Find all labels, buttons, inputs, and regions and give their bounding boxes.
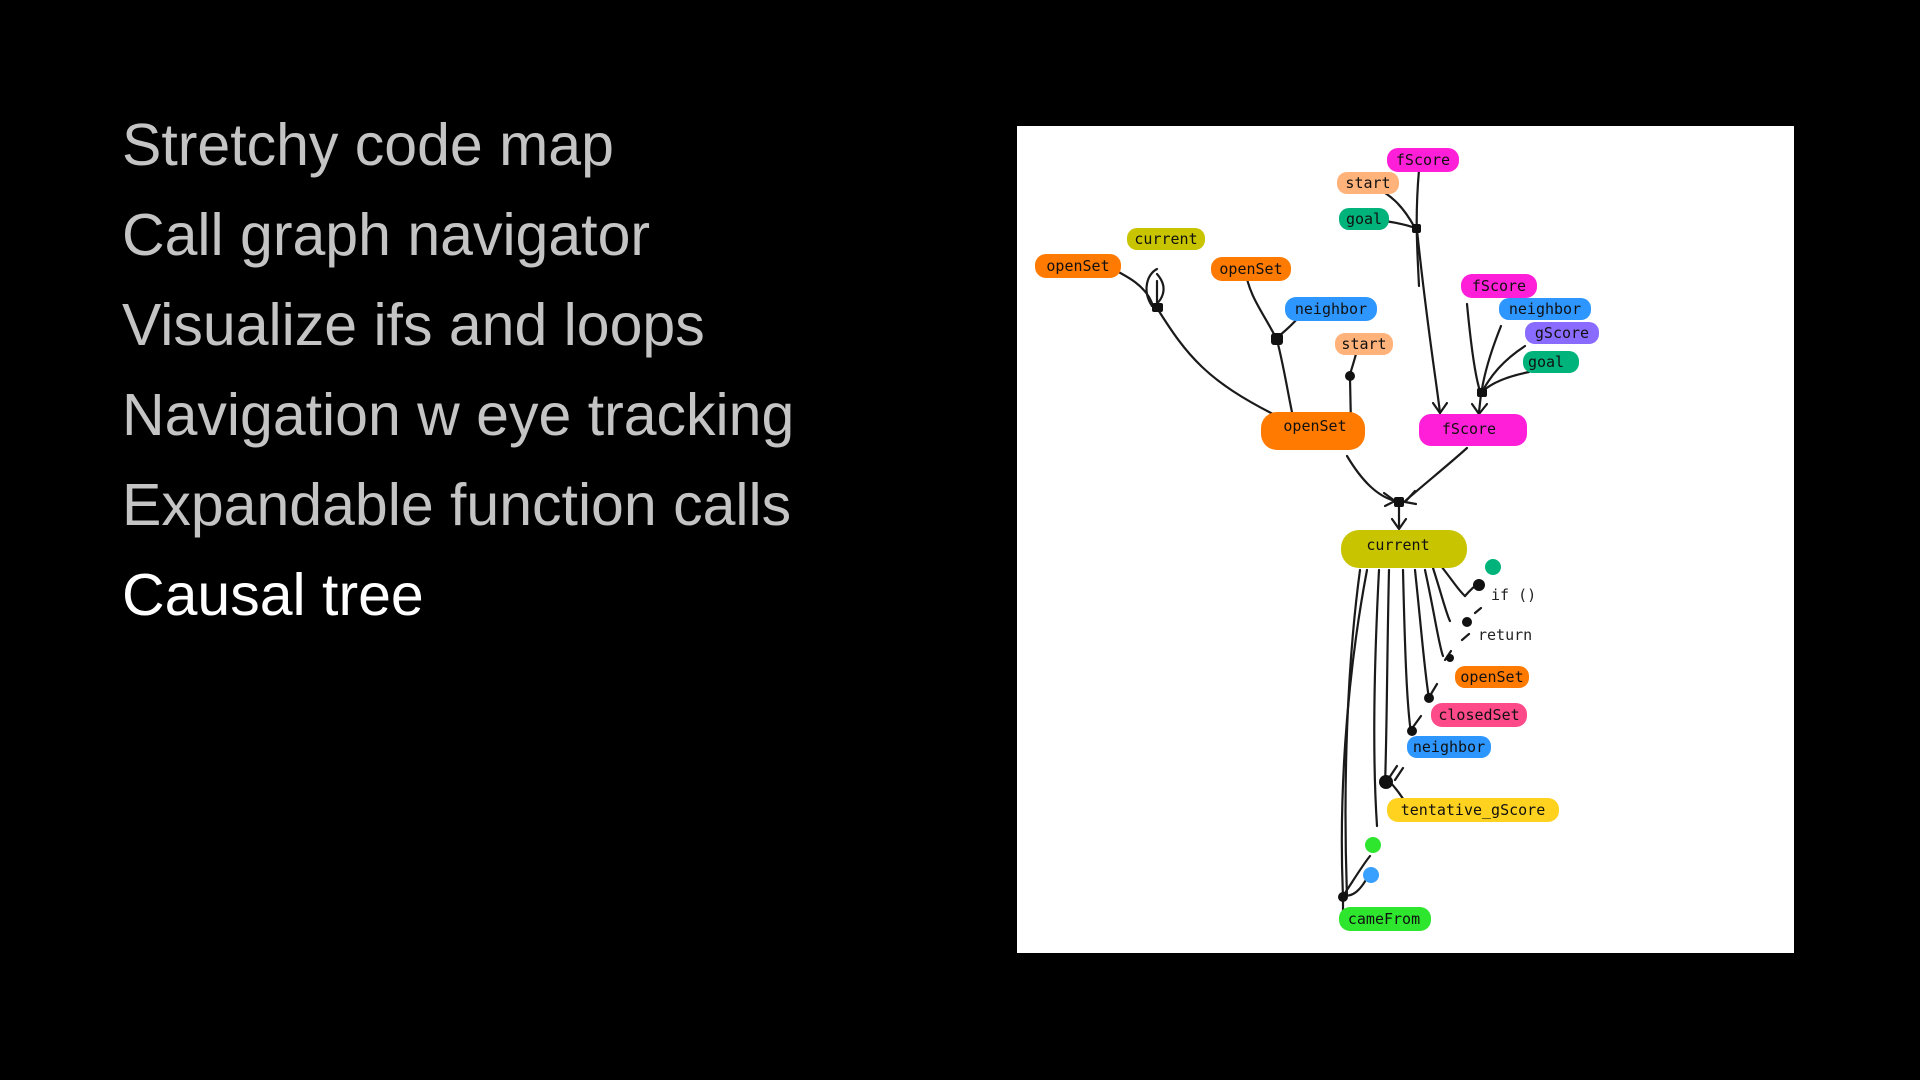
bullet-item: Expandable function calls [122,472,792,538]
blue-dot [1363,867,1379,883]
node-start-mid: start [1335,333,1393,355]
if-label: if () [1491,586,1536,604]
green-dot [1365,837,1381,853]
svg-text:current: current [1134,230,1197,248]
svg-text:fScore: fScore [1472,277,1526,295]
diagram-joints [1152,224,1487,902]
svg-text:openSet: openSet [1460,668,1523,686]
svg-text:current: current [1366,536,1429,554]
node-goal-right: goal [1523,351,1579,373]
svg-text:fScore: fScore [1396,151,1450,169]
svg-text:openSet: openSet [1283,417,1346,435]
bullet-item: Visualize ifs and loops [122,292,705,358]
node-camefrom: cameFrom [1339,907,1431,931]
bullet-item: Navigation w eye tracking [122,382,795,448]
svg-text:tentative_gScore: tentative_gScore [1401,801,1546,819]
node-start-top: start [1337,172,1399,194]
bullet-item: Call graph navigator [122,202,651,268]
slide-bullet-list: Stretchy code map Call graph navigator V… [122,100,794,640]
node-neighbor-right: neighbor [1499,298,1591,320]
node-goal-top: goal [1339,208,1389,230]
svg-text:fScore: fScore [1442,420,1496,438]
node-fscore-main: fScore [1419,414,1527,446]
node-gscore-right: gScore [1525,322,1599,344]
svg-text:goal: goal [1528,353,1564,371]
node-openset-mid: openSet [1211,257,1291,281]
node-openset-child: openSet [1455,666,1529,688]
node-current-main: current [1341,530,1467,568]
causal-tree-diagram: fScore start goal current openSet openSe… [1017,126,1794,953]
svg-text:closedSet: closedSet [1438,706,1519,724]
node-current-top: current [1127,228,1205,250]
svg-text:openSet: openSet [1219,260,1282,278]
node-fscore-top: fScore [1387,148,1459,172]
svg-text:goal: goal [1346,210,1382,228]
svg-text:openSet: openSet [1046,257,1109,275]
bullet-item-active: Causal tree [122,562,424,628]
node-fscore-right: fScore [1461,274,1537,298]
svg-text:neighbor: neighbor [1509,300,1581,318]
svg-text:start: start [1341,335,1386,353]
node-neighbor-child: neighbor [1407,736,1491,758]
node-openset-main: openSet [1261,412,1365,450]
svg-text:neighbor: neighbor [1295,300,1367,318]
node-tentative-gscore: tentative_gScore [1387,798,1559,822]
node-neighbor-mid: neighbor [1285,297,1377,321]
diagram-nodes: fScore start goal current openSet openSe… [1035,148,1599,931]
bullet-item: Stretchy code map [122,112,614,178]
return-label: return [1478,626,1532,644]
svg-text:cameFrom: cameFrom [1348,910,1420,928]
teal-dot [1485,559,1501,575]
svg-text:gScore: gScore [1535,324,1589,342]
causal-tree-svg: fScore start goal current openSet openSe… [1035,148,1599,931]
svg-text:start: start [1345,174,1390,192]
svg-text:neighbor: neighbor [1413,738,1485,756]
node-openset-left: openSet [1035,254,1121,278]
node-closedset-child: closedSet [1431,703,1527,727]
